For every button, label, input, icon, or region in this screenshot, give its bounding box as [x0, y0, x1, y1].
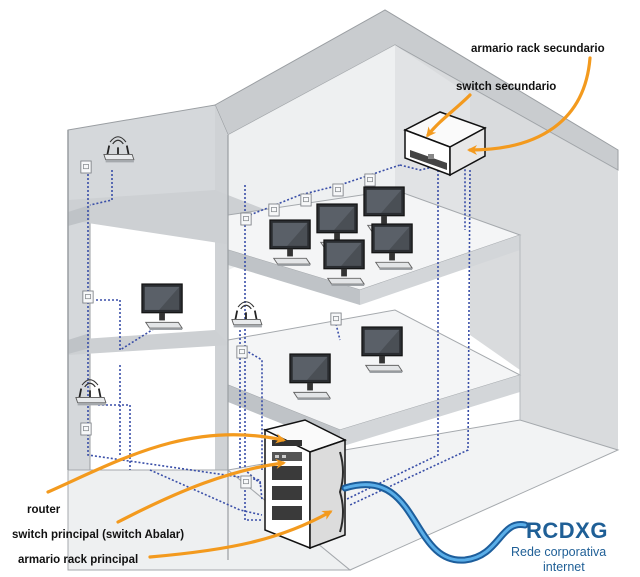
- arrow-rack-secondary: [467, 56, 592, 155]
- label-rack-main: armario rack principal: [18, 554, 139, 566]
- brand-subtitle-line2: internet: [543, 560, 585, 574]
- label-rack-secondary: armario rack secundario: [471, 43, 605, 55]
- brand-subtitle-line1: Rede corporativa: [511, 545, 607, 559]
- arrow-switch-secondary: [426, 93, 472, 138]
- label-router: router: [27, 504, 61, 516]
- rack-cabinet-icon-main: [262, 419, 347, 550]
- arrow-switch-main: [116, 458, 286, 524]
- arrow-router: [46, 433, 286, 494]
- label-switch-main: switch principal (switch Abalar): [12, 529, 185, 541]
- brand-title: RCDXG: [526, 518, 608, 543]
- wan-cable: [341, 481, 529, 564]
- callout-arrows: [46, 56, 592, 559]
- arrow-rack-main: [148, 510, 333, 559]
- label-switch-secondary: switch secundario: [456, 81, 557, 93]
